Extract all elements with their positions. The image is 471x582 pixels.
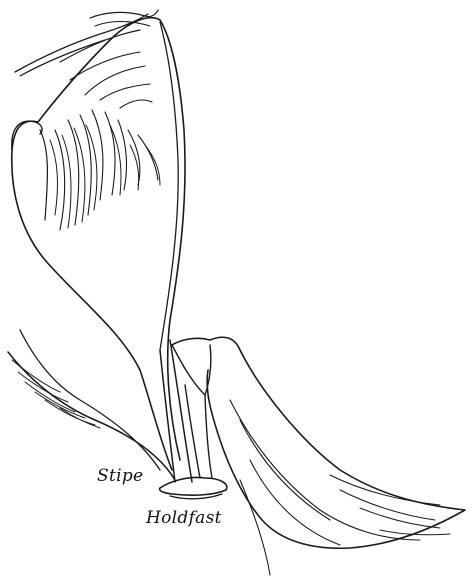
frond-strand xyxy=(92,110,103,200)
frond-strand xyxy=(128,130,140,185)
frond-strand xyxy=(62,135,71,228)
frond-inner-edge xyxy=(160,22,178,350)
frond-strand xyxy=(138,135,158,180)
frond-strand xyxy=(120,100,152,108)
frond-strand xyxy=(85,66,145,95)
frond-strand xyxy=(60,30,140,62)
right-blade-strand xyxy=(340,490,435,520)
right-blade-strand xyxy=(330,475,440,505)
frond-strand xyxy=(100,84,150,100)
right-blade-strand xyxy=(360,508,440,528)
right-blade-stem xyxy=(185,385,200,478)
stipe-label: Stipe xyxy=(97,466,143,486)
frond-strand xyxy=(55,130,65,230)
frond-strand xyxy=(15,14,148,72)
frond-lobe xyxy=(12,121,42,150)
frond-strand xyxy=(50,140,57,215)
holdfast xyxy=(160,477,227,495)
lower-left-blade xyxy=(8,352,175,480)
right-blade-strand xyxy=(240,420,330,520)
right-blade-strand xyxy=(380,530,450,535)
frond-strand xyxy=(105,112,115,195)
frond-strand xyxy=(40,130,47,220)
holdfast-label: Holdfast xyxy=(146,508,222,528)
right-blade-strand xyxy=(250,460,340,545)
frond-strand xyxy=(70,52,140,80)
lower-left-blade xyxy=(20,330,160,470)
frond-outline xyxy=(12,18,185,470)
frond-strand xyxy=(80,115,91,215)
frond-strand xyxy=(95,22,150,27)
